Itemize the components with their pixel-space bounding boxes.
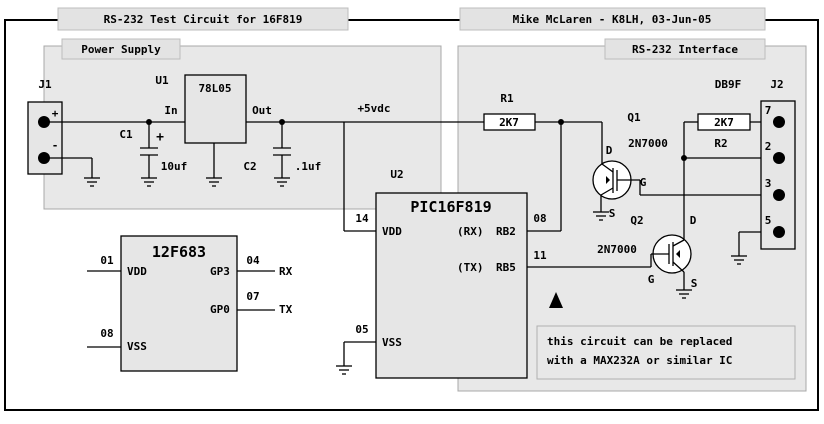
r1-resistor (483, 113, 536, 131)
u1-pin-in: In (164, 104, 177, 117)
u2-tx-label: (TX) (457, 261, 484, 274)
12f683-pin01: 01 (100, 254, 114, 267)
rail-label: +5vdc (357, 102, 390, 115)
q2-drain: D (690, 214, 697, 227)
12f683-gp0: GP0 (210, 303, 230, 316)
r2-resistor (697, 113, 751, 131)
c2-value: .1uf (295, 160, 322, 173)
u1-regulator (184, 74, 247, 144)
c2-capacitor (273, 119, 291, 168)
c1-plus: + (156, 130, 164, 145)
power-supply-tag (61, 38, 181, 60)
c2-label: C2 (243, 160, 256, 173)
j2-pin5 (773, 226, 785, 238)
rs232-tag (604, 38, 766, 60)
q1-mosfet (592, 160, 641, 200)
j2-label: J2 (770, 78, 783, 91)
q1-drain: D (606, 144, 613, 157)
c1-label: C1 (119, 128, 133, 141)
q2-mosfet (650, 234, 692, 274)
regulator-part: 78L05 (198, 82, 231, 95)
12f683-gp3: GP3 (210, 265, 230, 278)
j1-minus: - (52, 139, 59, 152)
note-box (536, 325, 796, 380)
12f683-vss: VSS (127, 340, 147, 353)
u2-vdd: VDD (382, 225, 402, 238)
u2-rb5: RB5 (496, 261, 516, 274)
author: Mike McLaren - K8LH, 03-Jun-05 (513, 13, 712, 26)
author-tag (459, 7, 766, 31)
u2-pin08: 08 (533, 212, 546, 225)
12f683-vdd: VDD (127, 265, 147, 278)
q1-gate: G (640, 176, 647, 189)
rs232-label: RS-232 Interface (632, 43, 738, 56)
12f683-pin07: 07 (246, 290, 259, 303)
j2-pin2 (773, 152, 785, 164)
j2-pin3-num: 3 (765, 177, 772, 190)
q1-source: S (609, 207, 616, 220)
c1-capacitor (140, 119, 158, 168)
title-tag (57, 7, 349, 31)
j2-pin7-num: 7 (765, 104, 772, 117)
db9f-label: DB9F (715, 78, 742, 91)
12f683-pin04: 04 (246, 254, 260, 267)
q2-gate: G (648, 273, 655, 286)
outer-frame (4, 19, 819, 411)
u2-pic16f819 (375, 192, 528, 379)
12f683-tx: TX (279, 303, 293, 316)
u2-vss: VSS (382, 336, 402, 349)
12f683-rx: RX (279, 265, 293, 278)
title: RS-232 Test Circuit for 16F819 (104, 13, 303, 26)
r2-value: 2K7 (714, 116, 734, 129)
ic-12f683 (120, 235, 238, 372)
u2-pin05: 05 (355, 323, 368, 336)
12f683-leads (87, 270, 275, 348)
j2-pin3 (773, 189, 785, 201)
note-line2: with a MAX232A or similar IC (547, 354, 732, 367)
j1-label: J1 (38, 78, 52, 91)
r2-label: R2 (714, 137, 727, 150)
u1-label: U1 (155, 74, 169, 87)
u2-rb2: RB2 (496, 225, 516, 238)
q1-part: 2N7000 (628, 137, 668, 150)
u1-pin-out: Out (252, 104, 272, 117)
j1-plus: + (52, 107, 59, 120)
r1-label: R1 (500, 92, 514, 105)
u2-label: U2 (390, 168, 403, 181)
q1-label: Q1 (627, 111, 641, 124)
c1-value: 10uf (161, 160, 188, 173)
note-line1: this circuit can be replaced (547, 335, 732, 348)
q2-label: Q2 (630, 214, 643, 227)
r1-value: 2K7 (499, 116, 519, 129)
j2-pin2-num: 2 (765, 140, 772, 153)
q2-source: S (691, 277, 698, 290)
u2-pin11: 11 (533, 249, 547, 262)
power-supply-label: Power Supply (81, 43, 161, 56)
12f683-pin08: 08 (100, 327, 113, 340)
j2-pin7 (773, 116, 785, 128)
power-wiring (44, 121, 602, 232)
12f683-part: 12F683 (152, 243, 206, 261)
note-arrow (549, 292, 563, 308)
j2-pin5-num: 5 (765, 214, 772, 227)
u2-pin14: 14 (355, 212, 369, 225)
u2-part: PIC16F819 (410, 198, 491, 216)
u2-rx-label: (RX) (457, 225, 484, 238)
q2-part: 2N7000 (597, 243, 637, 256)
